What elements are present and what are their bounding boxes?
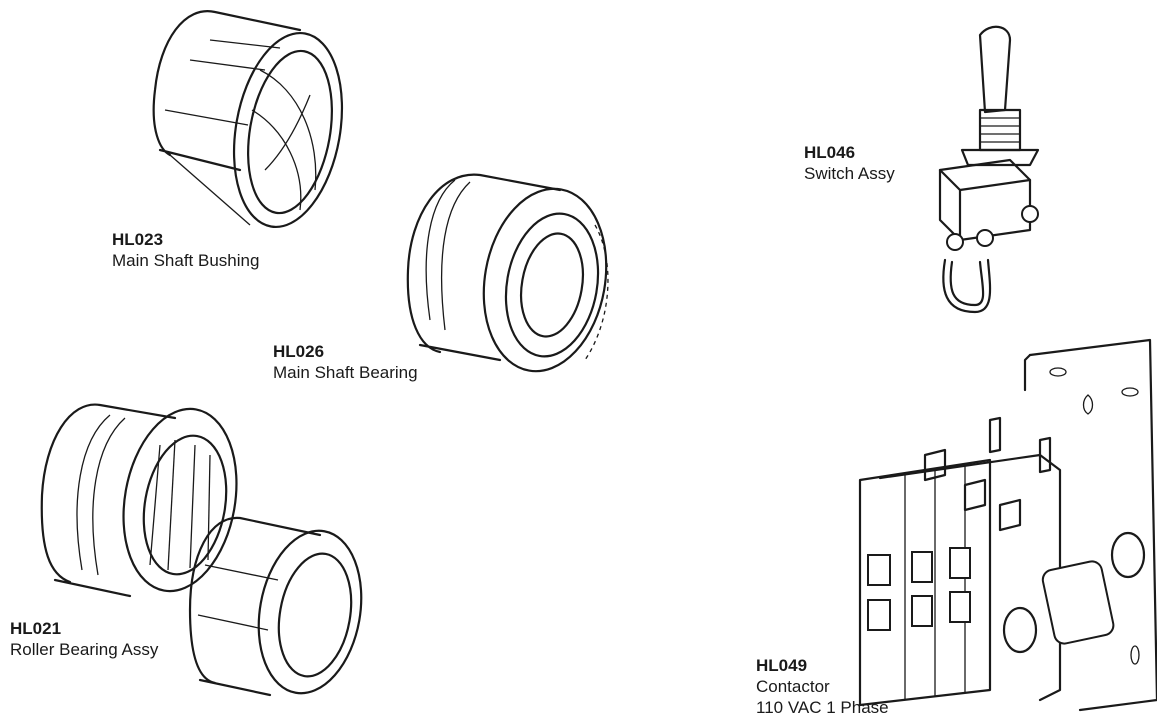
contactor-drawing — [858, 338, 1157, 712]
switch-assy-drawing — [938, 25, 1040, 314]
part-description: Main Shaft Bearing — [273, 363, 418, 382]
part-description-voltage: 110 VAC 1 Phase — [756, 698, 889, 717]
part-label-hl046: HL046 Switch Assy — [804, 142, 895, 184]
part-number: HL049 — [756, 656, 808, 675]
part-label-hl023: HL023 Main Shaft Bushing — [112, 229, 259, 271]
part-number: HL046 — [804, 143, 856, 162]
main-shaft-bushing-drawing — [152, 10, 344, 229]
main-shaft-bearing-drawing — [406, 173, 609, 373]
part-label-hl026: HL026 Main Shaft Bearing — [273, 341, 418, 383]
part-number: HL026 — [273, 342, 325, 361]
roller-bearing-drawing — [40, 403, 363, 697]
part-description: Contactor — [756, 677, 830, 696]
part-number: HL023 — [112, 230, 164, 249]
part-label-hl049: HL049 Contactor 110 VAC 1 Phase — [756, 655, 889, 718]
part-description: Main Shaft Bushing — [112, 251, 260, 270]
part-number: HL021 — [10, 619, 62, 638]
part-description: Switch Assy — [804, 164, 895, 183]
part-label-hl021: HL021 Roller Bearing Assy — [10, 618, 158, 660]
part-description: Roller Bearing Assy — [10, 640, 159, 659]
